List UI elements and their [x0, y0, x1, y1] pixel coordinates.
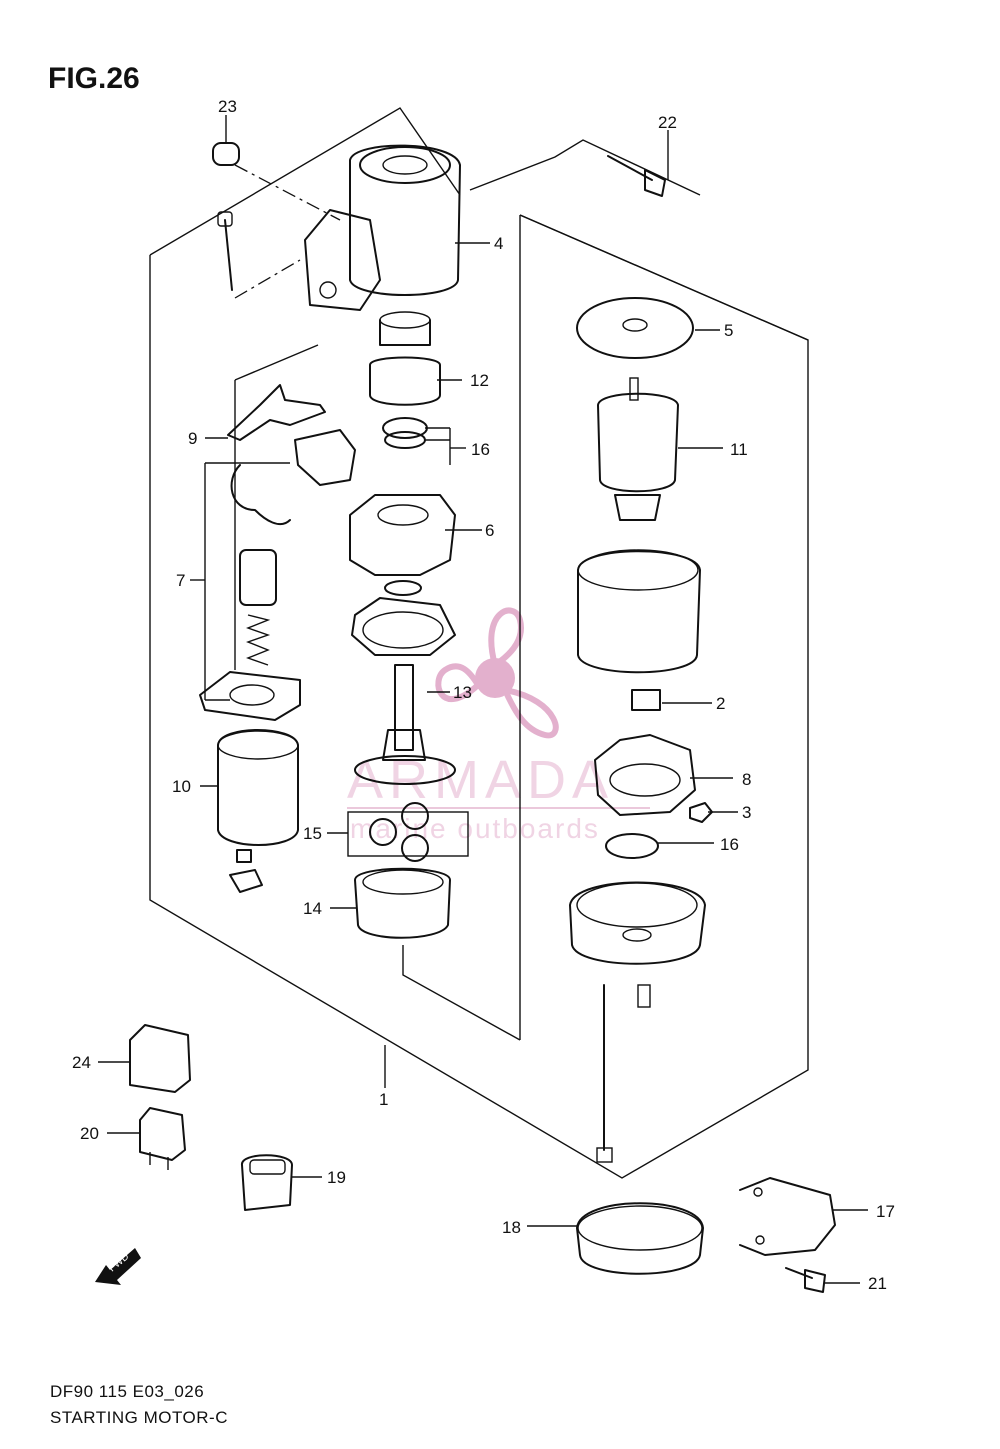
fwd-arrow-icon: FWD [95, 1248, 141, 1285]
part-14-internal-gear [354, 867, 451, 939]
callout-21: 21 [868, 1274, 887, 1293]
part-4-housing [217, 144, 461, 311]
assembly-frame [149, 107, 809, 1179]
part-through-bolt [596, 984, 651, 1163]
part-22-bolt [607, 155, 666, 197]
part-gasket-mid [351, 580, 456, 656]
part-10-solenoid [217, 729, 299, 893]
part-19-fuse-holder [241, 1154, 293, 1211]
part-15-gears [347, 802, 469, 862]
callout-17: 17 [876, 1202, 895, 1221]
diagram-name: STARTING MOTOR-C [50, 1408, 228, 1427]
callout-9: 9 [188, 429, 197, 448]
callout-16-lower: 16 [720, 835, 739, 854]
part-16-rings-upper [382, 417, 428, 449]
part-16-washer-lower [605, 833, 659, 859]
figure-title: FIG.26 [48, 62, 140, 95]
part-20-relay [139, 1107, 186, 1170]
callout-11: 11 [730, 440, 748, 459]
watermark: ARMADA marine outboards [347, 607, 650, 844]
callout-7: 7 [176, 571, 185, 590]
part-11-armature [597, 377, 679, 521]
part-9-lever [227, 384, 326, 441]
callout-6: 6 [485, 521, 494, 540]
callout-12: 12 [470, 371, 489, 390]
part-3-nut [689, 802, 713, 823]
part-6-bracket [349, 494, 456, 576]
part-17-clamp [739, 1177, 836, 1256]
callout-23: 23 [218, 97, 237, 116]
callout-1: 1 [379, 1090, 388, 1109]
callout-22: 22 [658, 113, 677, 132]
part-5-plate [576, 297, 694, 359]
propeller-logo-icon [435, 607, 559, 739]
callout-2: 2 [716, 694, 725, 713]
part-12-pinion [369, 311, 441, 406]
propeller-hub-icon [475, 658, 515, 698]
callout-16-upper: 16 [471, 440, 490, 459]
leader-lines [98, 115, 868, 1284]
diagram-code: DF90 115 E03_026 [50, 1382, 205, 1401]
part-18-band [576, 1202, 704, 1275]
callout-4: 4 [494, 234, 503, 253]
part-end-cover [569, 881, 706, 965]
callout-10: 10 [172, 777, 191, 796]
callout-19: 19 [327, 1168, 346, 1187]
callout-labels: 1 2 3 4 5 6 7 8 9 10 11 12 13 14 15 16 1… [72, 97, 895, 1293]
part-23-bushing [212, 142, 240, 166]
part-7-plunger-assy [199, 429, 356, 721]
watermark-tagline: marine outboards [350, 813, 600, 844]
callout-5: 5 [724, 321, 733, 340]
callout-8: 8 [742, 770, 751, 789]
part-yoke [577, 549, 701, 674]
callout-20: 20 [80, 1124, 99, 1143]
callout-3: 3 [742, 803, 751, 822]
callout-13: 13 [453, 683, 472, 702]
part-8-brush-holder [594, 689, 696, 816]
callout-18: 18 [502, 1218, 521, 1237]
part-13-shaft [354, 664, 456, 785]
callout-24: 24 [72, 1053, 91, 1072]
callout-15: 15 [303, 824, 322, 843]
part-24-relay [129, 1024, 191, 1093]
part-21-screw [785, 1267, 826, 1293]
callout-14: 14 [303, 899, 322, 918]
